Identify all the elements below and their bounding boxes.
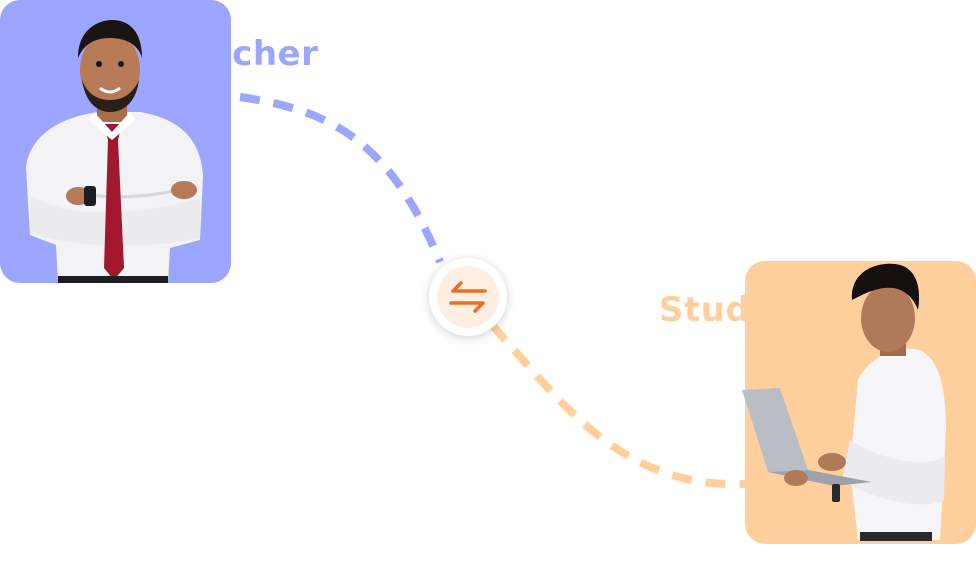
- swap-arrows-icon: [449, 281, 487, 313]
- swap-button[interactable]: [429, 258, 507, 336]
- student-connector-line: [489, 322, 749, 489]
- teacher-connector-line: [239, 93, 444, 264]
- teacher-photo: [26, 20, 203, 283]
- teacher-label: Teacher: [166, 34, 319, 74]
- student-photo: [742, 263, 946, 541]
- student-label: Student: [659, 290, 816, 330]
- swap-button-inner: [437, 266, 499, 328]
